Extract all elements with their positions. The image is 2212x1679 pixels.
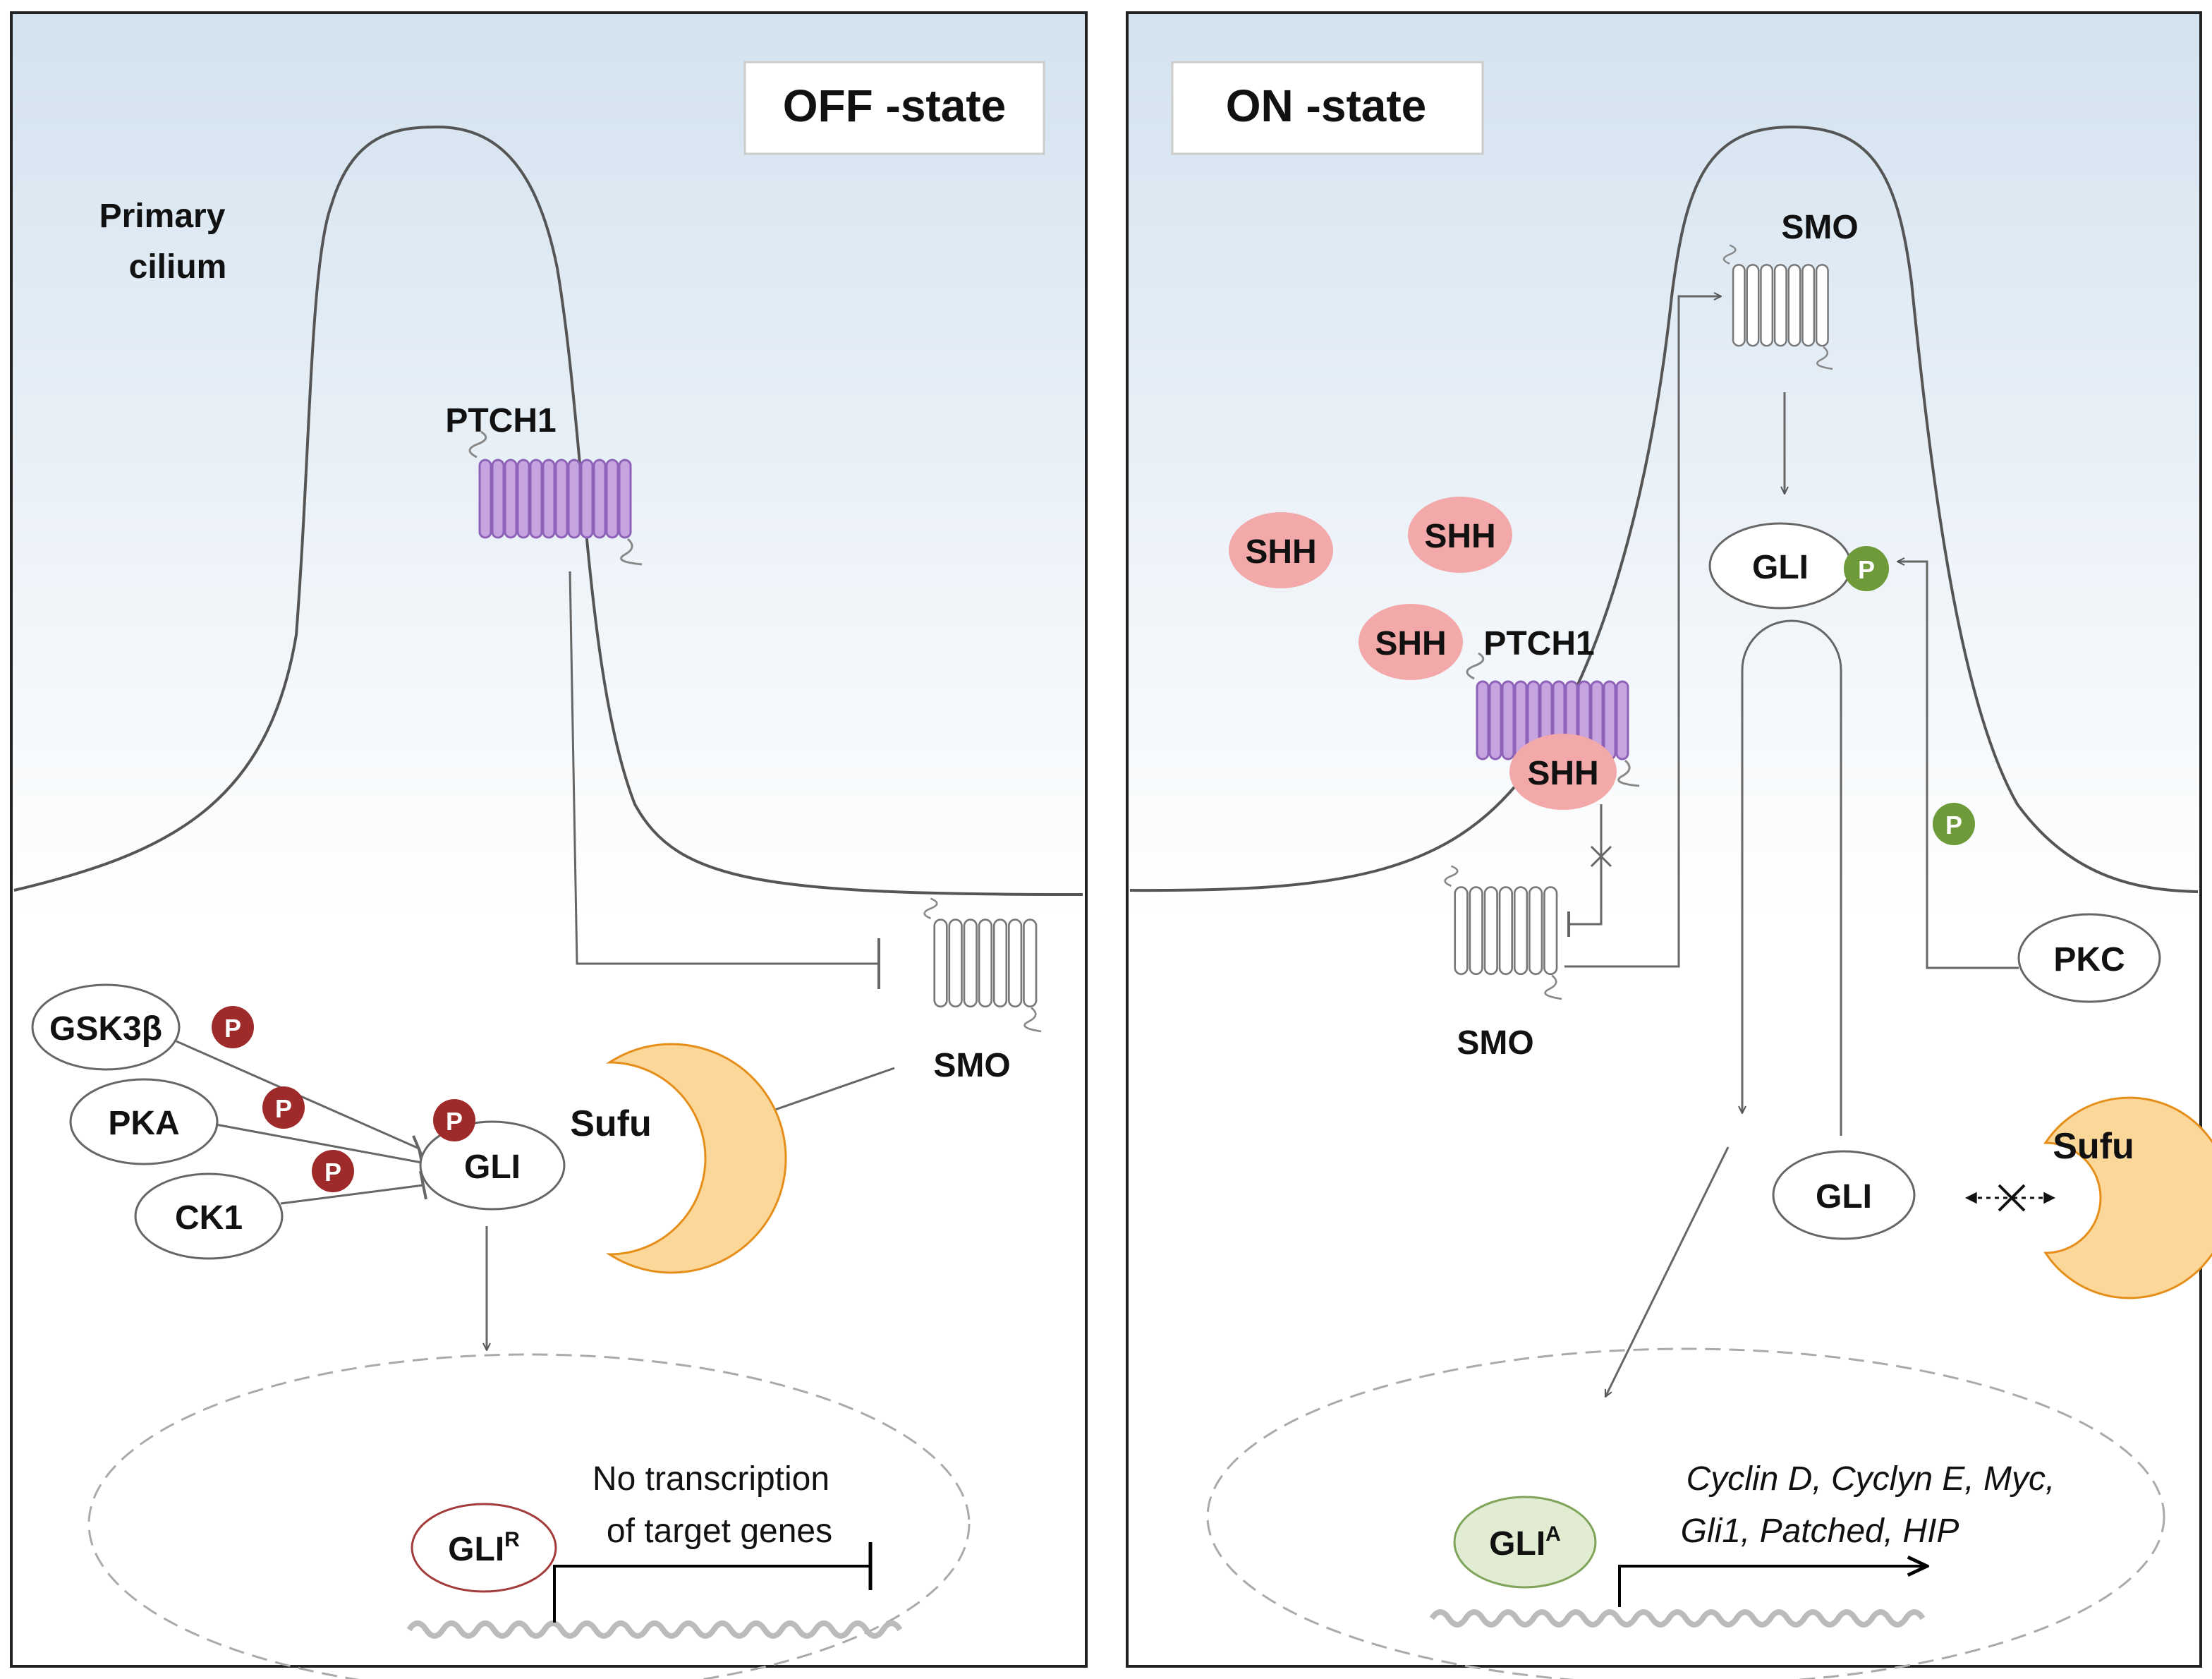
smo-translocation-arrow bbox=[1564, 296, 1721, 968]
on-cilium-membrane bbox=[1129, 125, 2199, 893]
gli-repressor-label: GLIR bbox=[448, 1528, 520, 1568]
on-gli-free-node bbox=[1772, 1150, 1916, 1240]
on-state-panel: ON -state SMO SHH SHH SHH PTCH1 SHH SMO … bbox=[1126, 11, 2212, 1679]
on-state-title: ON -state bbox=[1226, 80, 1427, 131]
ck1-label: CK1 bbox=[175, 1199, 243, 1237]
on-sufu-shape bbox=[2043, 1096, 2212, 1299]
pkc-phospho: P bbox=[1933, 803, 1975, 845]
on-title-box bbox=[1171, 61, 1484, 155]
pkc-node bbox=[2017, 913, 2161, 1003]
shh-ligand-2 bbox=[1408, 497, 1512, 573]
off-gli-label: GLI bbox=[464, 1148, 521, 1186]
off-phospho-3: P bbox=[312, 1150, 354, 1192]
off-nucleus bbox=[87, 1353, 971, 1679]
on-ptch1-label: PTCH1 bbox=[1483, 625, 1594, 662]
on-gli-to-nucleus-arrow bbox=[1604, 1146, 1730, 1397]
primary-cilium-label-line1: Primary bbox=[99, 198, 226, 235]
transcription-arrow bbox=[1618, 1566, 1927, 1607]
off-ptch1-inhibition-line bbox=[569, 571, 879, 965]
axoneme-transport-track bbox=[1741, 619, 1842, 1136]
off-sufu-label: Sufu bbox=[570, 1103, 652, 1144]
svg-text:P: P bbox=[446, 1107, 463, 1136]
off-smo-label: SMO bbox=[933, 1047, 1010, 1084]
off-cilium-membrane bbox=[13, 125, 1083, 896]
off-state-panel: OFF -state Primary cilium PTCH1 SMO GSK3… bbox=[10, 11, 1088, 1679]
shh-bound-label: SHH bbox=[1527, 755, 1598, 792]
gli-activator-node bbox=[1453, 1496, 1597, 1589]
svg-text:P: P bbox=[224, 1014, 241, 1043]
svg-text:P: P bbox=[1858, 555, 1875, 584]
no-transcription-line1: No transcription bbox=[592, 1460, 830, 1498]
off-phospho-2: P bbox=[262, 1086, 305, 1129]
off-phospho-1: P bbox=[212, 1006, 254, 1048]
off-state-title: OFF -state bbox=[783, 80, 1006, 131]
svg-text:P: P bbox=[1945, 811, 1962, 840]
gli-repressor-node bbox=[411, 1503, 557, 1593]
on-sufu-label: Sufu bbox=[2053, 1126, 2134, 1167]
ck1-node bbox=[134, 1172, 284, 1260]
svg-text:P: P bbox=[324, 1158, 341, 1187]
shh-ligand-1-label: SHH bbox=[1245, 533, 1316, 571]
gli-activator-label: GLIA bbox=[1489, 1522, 1561, 1563]
shh-ligand-3-label: SHH bbox=[1375, 625, 1446, 662]
on-panel-frame bbox=[1126, 11, 2202, 1668]
off-gli-node bbox=[419, 1120, 566, 1211]
shh-ligand-2-label: SHH bbox=[1424, 518, 1495, 555]
on-blocked-inhibition-line bbox=[1570, 804, 1603, 926]
shh-ligand-3 bbox=[1359, 604, 1463, 680]
shh-bound bbox=[1509, 734, 1617, 810]
on-gli-cilium-label: GLI bbox=[1752, 549, 1809, 586]
blocked-transcription-line bbox=[553, 1565, 869, 1623]
off-panel-frame bbox=[10, 11, 1088, 1668]
pka-node bbox=[69, 1078, 219, 1165]
on-gli-phospho: P bbox=[1844, 546, 1889, 591]
on-smo-cilium-label: SMO bbox=[1781, 209, 1858, 246]
off-sufu-shape bbox=[605, 1043, 787, 1274]
on-dna-strand bbox=[1429, 1609, 1926, 1628]
svg-text:P: P bbox=[275, 1094, 292, 1123]
pka-label: PKA bbox=[108, 1105, 179, 1142]
shh-ligand-1 bbox=[1229, 512, 1333, 588]
target-genes-line1: Cyclin D, Cyclyn E, Myc, bbox=[1687, 1460, 2055, 1498]
off-gli-phospho: P bbox=[433, 1099, 475, 1141]
dissociation-x-2 bbox=[1998, 1184, 2026, 1212]
pkc-label: PKC bbox=[2053, 941, 2125, 978]
target-genes-line2: Gli1, Patched, HIP bbox=[1681, 1513, 1959, 1550]
off-title-box bbox=[743, 61, 1045, 155]
off-dna-strand bbox=[406, 1620, 903, 1639]
on-gli-free-label: GLI bbox=[1816, 1178, 1872, 1216]
pka-inhibition-line bbox=[215, 1123, 423, 1164]
on-nucleus bbox=[1206, 1347, 2165, 1679]
primary-cilium-label-line2: cilium bbox=[129, 248, 227, 286]
gsk3b-node bbox=[31, 983, 181, 1071]
pkc-phosphorylation-arrow bbox=[1897, 562, 2019, 969]
ck1-inhibition-line bbox=[280, 1184, 424, 1205]
gsk3b-label: GSK3β bbox=[49, 1010, 162, 1048]
on-smo-membrane-label: SMO bbox=[1457, 1024, 1533, 1062]
no-transcription-line2: of target genes bbox=[607, 1513, 832, 1550]
off-ptch1-label: PTCH1 bbox=[445, 402, 556, 440]
on-blocked-x-2 bbox=[1590, 845, 1612, 868]
